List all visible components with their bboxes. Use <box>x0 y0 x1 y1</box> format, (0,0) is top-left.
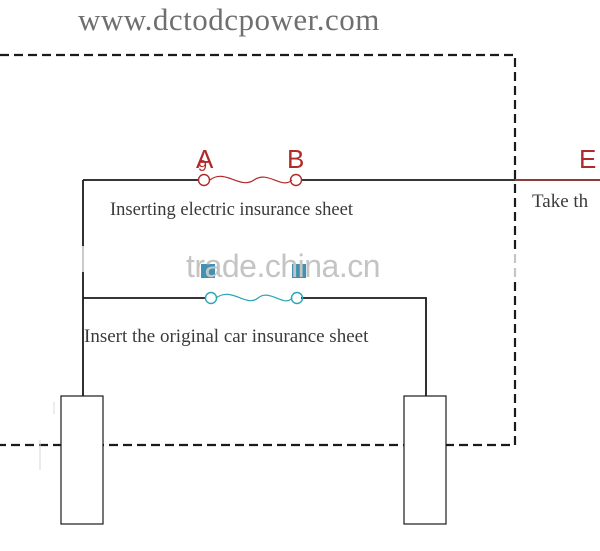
terminal-b-label: B <box>287 144 305 174</box>
terminal-b <box>289 173 303 187</box>
bottom-fuse-element <box>215 293 293 302</box>
terminal-a <box>197 173 211 187</box>
fuse-clip-right <box>292 264 306 278</box>
fuse-box-outline <box>0 53 517 447</box>
top-fuse-element <box>209 175 293 184</box>
top-fuse <box>197 173 303 187</box>
fuse-clip-left <box>201 264 215 278</box>
terminal-e-label: E <box>579 144 597 174</box>
right-blade <box>403 395 447 525</box>
fuse-blades <box>60 395 447 525</box>
terminal-a-label: A <box>196 144 214 174</box>
site-url: www.dctodcpower.com <box>78 2 380 37</box>
bottom-fuse-caption: Insert the original car insurance sheet <box>84 326 369 347</box>
joint-glows <box>79 246 519 278</box>
bottom-fuse <box>201 264 306 305</box>
bottom-terminal-right <box>290 291 304 305</box>
top-fuse-caption: Inserting electric insurance sheet <box>110 200 353 220</box>
bottom-wire-right <box>301 297 427 398</box>
bottom-terminal-left <box>204 291 218 305</box>
terminal-a-sublabel: 9 <box>198 158 207 175</box>
left-blade <box>60 395 104 525</box>
right-note: Take th <box>532 191 589 212</box>
scan-marks <box>39 402 55 470</box>
watermark: trade.china.cn <box>186 248 381 284</box>
